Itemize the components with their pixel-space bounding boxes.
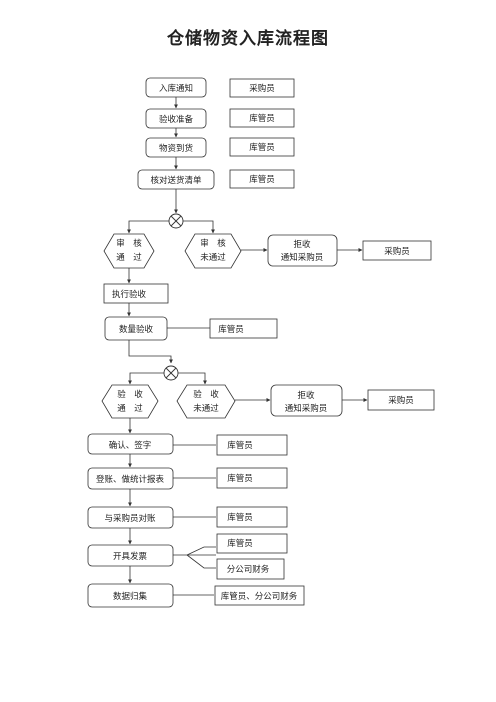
role-box: 分公司财务: [216, 558, 285, 580]
step-label: 与采购员对账: [104, 513, 156, 524]
page-title: 仓储物资入库流程图: [167, 29, 329, 49]
decision-review-pass: 审 核 通 过: [103, 233, 155, 269]
role-label: 库管员: [227, 512, 253, 523]
step-label: 数量验收: [119, 324, 154, 335]
decision-label: 审 核: [200, 238, 226, 249]
decision-label: 通 过: [116, 252, 142, 263]
step-goods-arrival: 物资到货: [145, 137, 207, 158]
step-label: 拒收: [297, 390, 315, 401]
step-quantity-inspection: 数量验收: [104, 316, 168, 341]
role-label: 库管员、分公司财务: [221, 591, 298, 602]
role-box: 库管员: [229, 169, 295, 189]
step-reconcile-buyer: 与采购员对账: [87, 506, 174, 529]
step-label: 验收准备: [159, 114, 194, 125]
xor-gateway-icon: [163, 365, 179, 381]
role-box: 库管员: [216, 467, 288, 489]
step-inspection-prep: 验收准备: [145, 108, 207, 129]
step-reject-notify: 拒收 通知采购员: [270, 384, 343, 417]
decision-label: 未通过: [193, 403, 219, 414]
role-label: 采购员: [384, 246, 410, 257]
role-box: 库管员、分公司财务: [214, 585, 305, 606]
step-confirm-sign: 确认、签字: [87, 433, 174, 455]
role-label: 分公司财务: [227, 564, 270, 575]
step-bookkeeping-report: 登账、做统计报表: [87, 467, 174, 490]
role-box: 采购员: [362, 240, 432, 261]
decision-inspection-fail: 验 收 未通过: [176, 384, 236, 419]
step-label: 数据归集: [113, 591, 148, 602]
role-label: 库管员: [227, 538, 253, 549]
step-check-delivery-list: 核对送货清单: [137, 169, 215, 190]
decision-label: 通 过: [117, 403, 143, 414]
role-box: 库管员: [229, 108, 295, 128]
step-label: 开具发票: [113, 551, 148, 562]
role-label: 库管员: [227, 473, 253, 484]
xor-gateway-icon: [168, 213, 184, 229]
step-issue-invoice: 开具发票: [87, 544, 174, 567]
decision-review-fail: 审 核 未通过: [184, 233, 242, 269]
role-label: 采购员: [388, 395, 414, 406]
role-label: 库管员: [249, 113, 275, 124]
role-label: 库管员: [249, 142, 275, 153]
role-box: 库管员: [229, 137, 295, 157]
role-label: 库管员: [227, 440, 253, 451]
step-label: 通知采购员: [285, 403, 328, 414]
step-reject-notify: 拒收 通知采购员: [267, 234, 338, 267]
connectors: [127, 97, 368, 596]
role-box: 库管员: [209, 318, 278, 339]
step-label: 执行验收: [112, 289, 147, 300]
decision-label: 审 核: [116, 238, 142, 249]
decision-label: 验 收: [117, 389, 143, 400]
step-execute-inspection: 执行验收: [103, 283, 169, 304]
step-label: 核对送货清单: [150, 175, 202, 186]
step-label: 登账、做统计报表: [96, 474, 165, 485]
step-data-collection: 数据归集: [87, 583, 174, 608]
step-label: 拒收: [293, 239, 311, 250]
decision-inspection-pass: 验 收 通 过: [101, 384, 159, 419]
decision-label: 验 收: [193, 389, 219, 400]
role-box: 库管员: [216, 506, 288, 528]
role-label: 库管员: [249, 174, 275, 185]
role-box: 采购员: [367, 389, 435, 411]
role-label: 采购员: [249, 83, 275, 94]
step-label: 物资到货: [159, 143, 194, 154]
step-label: 入库通知: [159, 83, 193, 94]
step-label: 确认、签字: [109, 440, 152, 451]
role-box: 库管员: [216, 434, 288, 456]
step-label: 通知采购员: [281, 252, 324, 263]
role-box: 库管员: [216, 533, 288, 554]
role-label: 库管员: [218, 324, 244, 335]
role-box: 采购员: [229, 78, 295, 98]
decision-label: 未通过: [200, 252, 226, 263]
step-inbound-notice: 入库通知: [145, 77, 207, 98]
